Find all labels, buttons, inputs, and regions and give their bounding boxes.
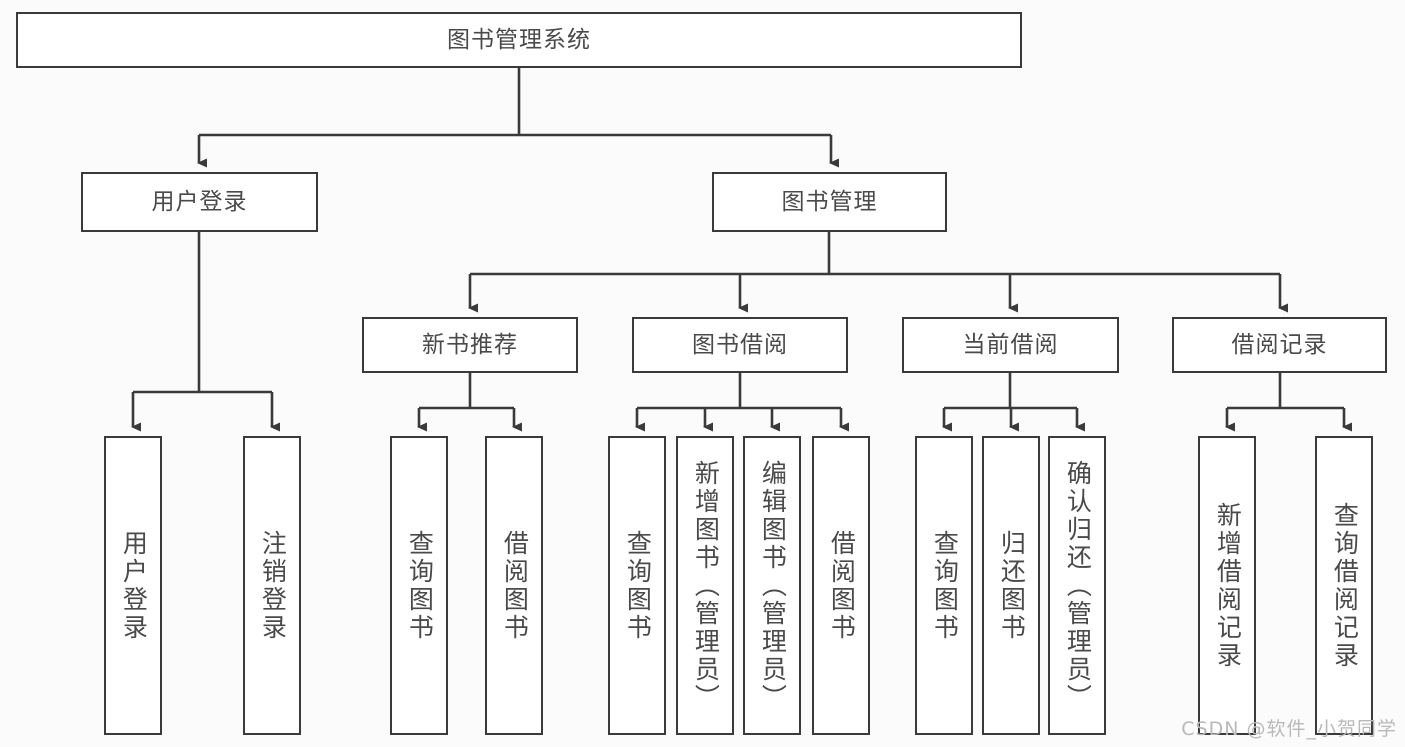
node-leaf-query-book-current[interactable]: 查询图书 bbox=[915, 436, 973, 735]
node-leaf-confirm-return-label: 确认归还（管理员） bbox=[1063, 459, 1093, 712]
node-new-book-rec-label: 新书推荐 bbox=[422, 331, 518, 358]
node-leaf-user-login[interactable]: 用户登录 bbox=[104, 436, 162, 735]
node-leaf-edit-book[interactable]: 编辑图书（管理员） bbox=[743, 436, 801, 735]
node-leaf-query-book-borrow-label: 查询图书 bbox=[623, 529, 653, 642]
node-root-label: 图书管理系统 bbox=[447, 26, 591, 53]
node-new-book-rec[interactable]: 新书推荐 bbox=[362, 317, 578, 373]
node-current-borrow-label: 当前借阅 bbox=[962, 331, 1059, 358]
node-root[interactable]: 图书管理系统 bbox=[16, 12, 1022, 68]
node-leaf-add-record-label: 新增借阅记录 bbox=[1213, 501, 1243, 670]
node-leaf-borrow-book-label: 借阅图书 bbox=[827, 529, 857, 642]
node-leaf-add-book-label: 新增图书（管理员） bbox=[691, 459, 721, 712]
node-leaf-borrow-book[interactable]: 借阅图书 bbox=[812, 436, 870, 735]
node-user-login[interactable]: 用户登录 bbox=[81, 172, 318, 232]
node-borrow-record[interactable]: 借阅记录 bbox=[1172, 317, 1387, 373]
node-book-borrow[interactable]: 图书借阅 bbox=[632, 317, 848, 373]
node-user-login-label: 用户登录 bbox=[151, 188, 248, 215]
node-leaf-query-record[interactable]: 查询借阅记录 bbox=[1315, 436, 1373, 735]
node-leaf-add-record[interactable]: 新增借阅记录 bbox=[1198, 436, 1256, 735]
node-leaf-return-book[interactable]: 归还图书 bbox=[982, 436, 1040, 735]
node-leaf-query-book-rec[interactable]: 查询图书 bbox=[390, 436, 448, 735]
node-book-borrow-label: 图书借阅 bbox=[692, 331, 788, 358]
node-leaf-borrow-book-rec-label: 借阅图书 bbox=[500, 529, 530, 642]
node-leaf-query-book-current-label: 查询图书 bbox=[930, 529, 960, 642]
node-leaf-query-book-borrow[interactable]: 查询图书 bbox=[608, 436, 666, 735]
node-leaf-query-book-rec-label: 查询图书 bbox=[405, 529, 435, 642]
node-leaf-confirm-return[interactable]: 确认归还（管理员） bbox=[1048, 436, 1106, 735]
node-leaf-add-book[interactable]: 新增图书（管理员） bbox=[676, 436, 734, 735]
node-leaf-return-book-label: 归还图书 bbox=[997, 529, 1027, 642]
node-leaf-borrow-book-rec[interactable]: 借阅图书 bbox=[485, 436, 543, 735]
node-leaf-user-login-label: 用户登录 bbox=[119, 529, 149, 642]
node-book-manage-label: 图书管理 bbox=[781, 188, 878, 215]
node-current-borrow[interactable]: 当前借阅 bbox=[902, 317, 1119, 373]
node-borrow-record-label: 借阅记录 bbox=[1231, 331, 1328, 358]
watermark: CSDN @软件_小贺同学 bbox=[1181, 718, 1397, 740]
node-leaf-logout-label: 注销登录 bbox=[258, 529, 288, 642]
node-leaf-edit-book-label: 编辑图书（管理员） bbox=[758, 459, 788, 712]
node-book-manage[interactable]: 图书管理 bbox=[712, 172, 947, 232]
node-leaf-logout[interactable]: 注销登录 bbox=[243, 436, 301, 735]
node-leaf-query-record-label: 查询借阅记录 bbox=[1330, 501, 1360, 670]
